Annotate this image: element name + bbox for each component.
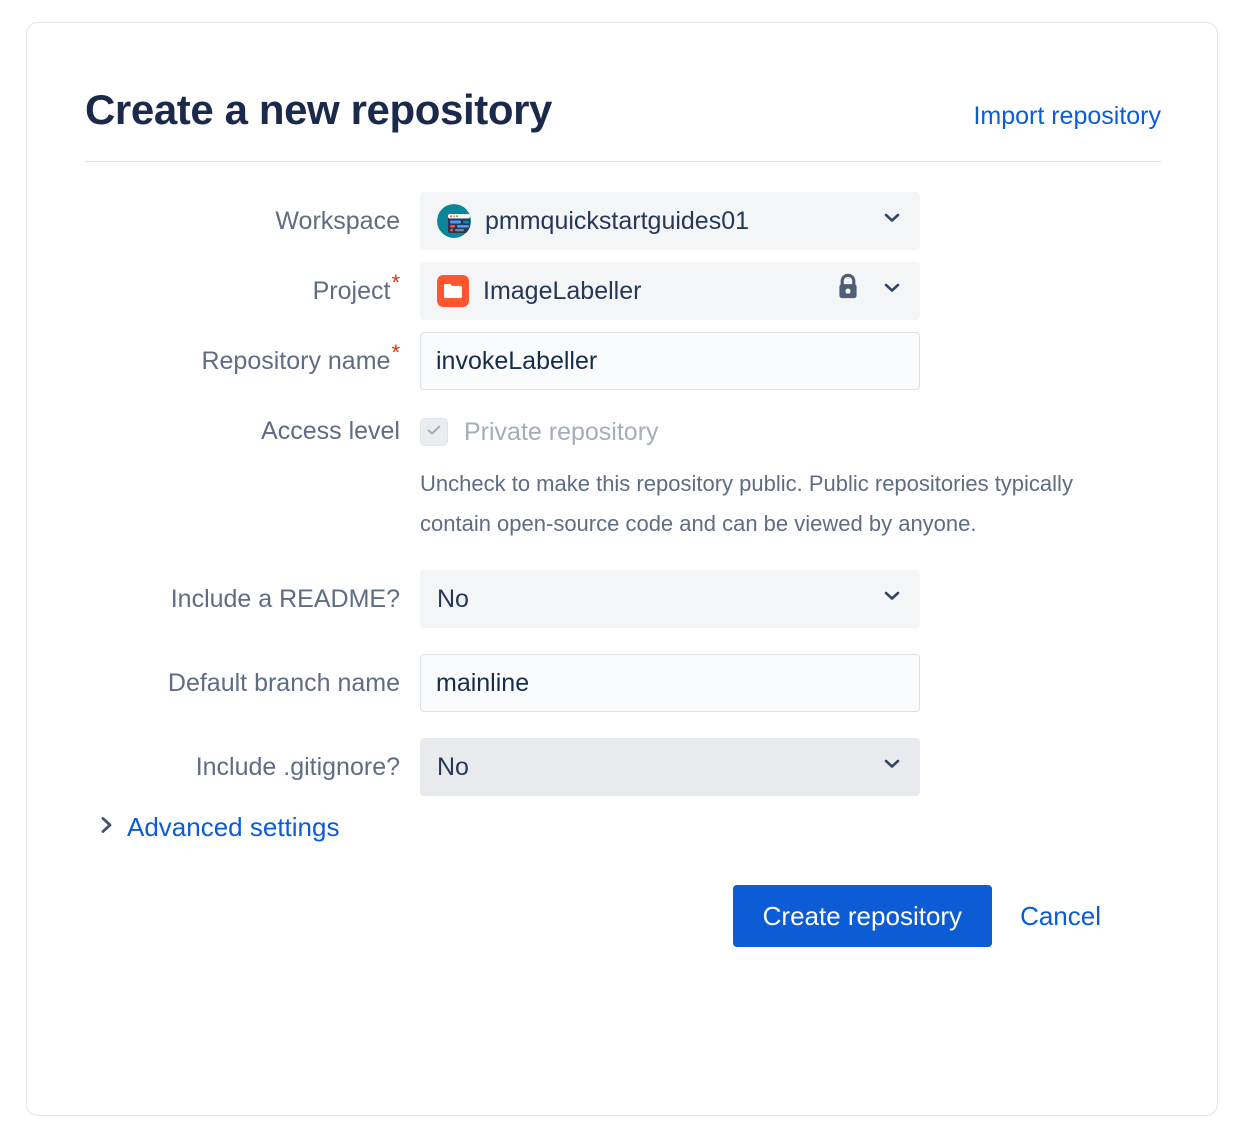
project-required-asterisk: * bbox=[391, 269, 400, 295]
repository-name-input[interactable] bbox=[420, 332, 920, 390]
repository-name-label: Repository name* bbox=[85, 332, 420, 376]
chevron-down-icon bbox=[881, 277, 903, 306]
include-gitignore-value: No bbox=[437, 752, 469, 781]
card-header: Create a new repository Import repositor… bbox=[85, 85, 1161, 162]
chevron-right-icon bbox=[99, 814, 115, 841]
chevron-down-icon bbox=[881, 585, 903, 614]
create-repository-form: Workspace bbox=[85, 162, 1161, 947]
project-label-text: Project bbox=[312, 277, 391, 305]
cancel-button[interactable]: Cancel bbox=[1014, 901, 1107, 932]
checkmark-icon bbox=[425, 421, 443, 444]
project-folder-icon bbox=[437, 275, 469, 307]
workspace-avatar-icon bbox=[437, 204, 471, 238]
workspace-row: Workspace bbox=[85, 192, 1161, 250]
create-repository-button[interactable]: Create repository bbox=[732, 885, 993, 947]
project-select[interactable]: ImageLabeller bbox=[420, 262, 920, 320]
advanced-settings-label: Advanced settings bbox=[127, 812, 340, 842]
access-level-label: Access level bbox=[261, 417, 400, 445]
page-title: Create a new repository bbox=[85, 86, 552, 133]
default-branch-name-label: Default branch name bbox=[167, 669, 400, 697]
access-level-row: Access level Private repository bbox=[85, 402, 1161, 544]
include-readme-row: Include a README? No bbox=[85, 570, 1161, 628]
private-repository-checkbox-row[interactable]: Private repository bbox=[420, 402, 1161, 460]
form-actions: Create repository Cancel bbox=[85, 885, 1161, 947]
default-branch-name-row: Default branch name bbox=[85, 654, 1161, 712]
include-gitignore-label: Include .gitignore? bbox=[195, 753, 400, 781]
workspace-label: Workspace bbox=[275, 207, 400, 235]
workspace-value: pmmquickstartguides01 bbox=[485, 206, 750, 235]
project-value: ImageLabeller bbox=[483, 276, 642, 305]
repository-name-row: Repository name* bbox=[85, 332, 1161, 390]
private-repository-checkbox[interactable] bbox=[420, 418, 448, 446]
include-readme-label: Include a README? bbox=[170, 585, 400, 613]
repository-name-required-asterisk: * bbox=[391, 339, 400, 365]
access-level-help-text: Uncheck to make this repository public. … bbox=[420, 471, 1073, 536]
chevron-down-icon bbox=[881, 753, 903, 782]
include-readme-value: No bbox=[437, 584, 469, 613]
project-row: Project* ImageLabeller bbox=[85, 262, 1161, 320]
chevron-down-icon bbox=[881, 207, 903, 236]
include-readme-select[interactable]: No bbox=[420, 570, 920, 628]
include-gitignore-select[interactable]: No bbox=[420, 738, 920, 796]
default-branch-name-input[interactable] bbox=[420, 654, 920, 712]
project-label: Project* bbox=[85, 262, 420, 306]
create-repository-card: Create a new repository Import repositor… bbox=[26, 22, 1218, 1116]
lock-icon bbox=[835, 273, 861, 310]
advanced-settings-toggle[interactable]: Advanced settings bbox=[99, 812, 339, 843]
include-gitignore-row: Include .gitignore? No bbox=[85, 738, 1161, 796]
private-repository-label: Private repository bbox=[464, 417, 659, 446]
repository-name-label-text: Repository name bbox=[201, 347, 391, 375]
import-repository-link[interactable]: Import repository bbox=[973, 102, 1161, 130]
workspace-select[interactable]: pmmquickstartguides01 bbox=[420, 192, 920, 250]
